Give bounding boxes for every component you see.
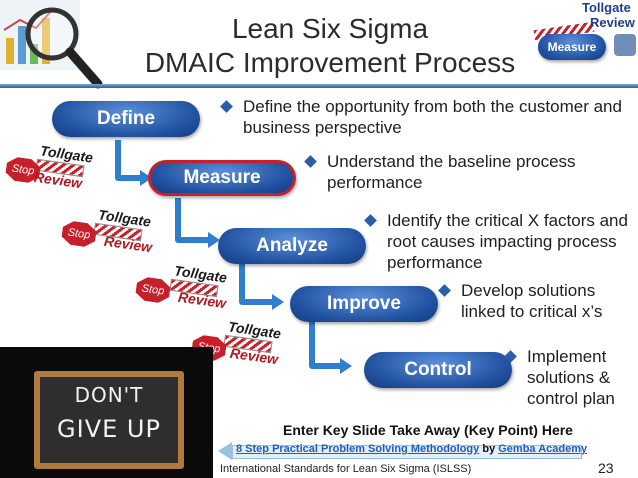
tollgate-measure-badge: Tollgate Review Measure — [528, 0, 638, 86]
page-number: 23 — [598, 460, 614, 476]
review-label: Review — [103, 232, 154, 256]
arrow-improve-control — [309, 322, 340, 369]
bullet-control: Implement solutions & control plan — [504, 346, 631, 409]
footer-organization: International Standards for Lean Six Sig… — [220, 463, 472, 475]
source-bar — [232, 445, 582, 459]
tollgate-marker-1: Tollgate Stop Review — [6, 142, 98, 191]
bullet-measure: Understand the baseline process performa… — [304, 151, 621, 193]
phase-measure: Measure — [148, 160, 296, 196]
phase-define: Define — [52, 101, 200, 137]
key-takeaway: Enter Key Slide Take Away (Key Point) He… — [283, 422, 573, 438]
source-banner: 8 Step Practical Problem Solving Methodo… — [218, 442, 588, 460]
bullet-improve: Develop solutions linked to critical x’s — [438, 280, 625, 322]
badge-measure-pill: Measure — [538, 34, 606, 60]
badge-tollgate-label: Tollgate — [582, 0, 631, 15]
phase-analyze: Analyze — [218, 228, 366, 264]
bullet-define: Define the opportunity from both the cus… — [220, 96, 632, 138]
dont-give-up-photo: DON'T GIVE UP — [0, 347, 213, 478]
arrow-measure-analyze — [175, 198, 208, 243]
arrowhead-control — [340, 358, 352, 374]
magnifier-chart-illustration — [0, 0, 105, 92]
stop-sign-icon: Stop — [60, 220, 97, 248]
bullet-analyze: Identify the critical X factors and root… — [364, 210, 628, 273]
slide-title-line-1: Lean Six Sigma — [231, 13, 429, 44]
diamond-bullet-icon — [504, 350, 517, 363]
arrow-define-measure — [115, 140, 140, 181]
source-org-link[interactable]: Gemba Academy — [498, 443, 588, 455]
diamond-bullet-icon — [304, 155, 317, 168]
review-label: Review — [177, 288, 228, 312]
badge-review-label: Review — [590, 15, 635, 30]
bullet-define-text: Define the opportunity from both the cus… — [243, 97, 622, 137]
title-divider — [0, 84, 638, 88]
phase-improve: Improve — [290, 286, 438, 322]
diamond-bullet-icon — [438, 284, 451, 297]
chalkboard-line-1: DON'T — [74, 383, 144, 407]
slide-title-line-2: DMAIC Improvement Process — [144, 47, 516, 78]
source-link[interactable]: 8 Step Practical Problem Solving Methodo… — [236, 443, 480, 455]
arrowhead-improve — [272, 294, 284, 310]
bullet-improve-text: Develop solutions linked to critical x’s — [461, 281, 603, 321]
diamond-bullet-icon — [220, 100, 233, 113]
diamond-bullet-icon — [364, 214, 377, 227]
bullet-analyze-text: Identify the critical X factors and root… — [387, 211, 628, 272]
bullet-measure-text: Understand the baseline process performa… — [327, 152, 576, 192]
tollgate-marker-2: Tollgate Stop Review — [60, 206, 154, 256]
arrowhead-measure — [140, 170, 152, 186]
badge-gear-icon — [614, 34, 636, 56]
tollgate-marker-3: Tollgate Stop Review — [134, 262, 228, 312]
chalkboard-line-2: GIVE UP — [57, 415, 161, 443]
source-text: 8 Step Practical Problem Solving Methodo… — [236, 443, 587, 455]
left-arrow-icon — [218, 442, 232, 460]
bullet-control-text: Implement solutions & control plan — [527, 347, 615, 408]
source-by: by — [482, 443, 496, 455]
phase-control: Control — [364, 352, 512, 388]
stop-sign-icon: Stop — [134, 276, 171, 304]
chalkboard: DON'T GIVE UP — [34, 371, 184, 469]
arrowhead-analyze — [208, 232, 220, 248]
arrow-analyze-improve — [239, 260, 272, 305]
